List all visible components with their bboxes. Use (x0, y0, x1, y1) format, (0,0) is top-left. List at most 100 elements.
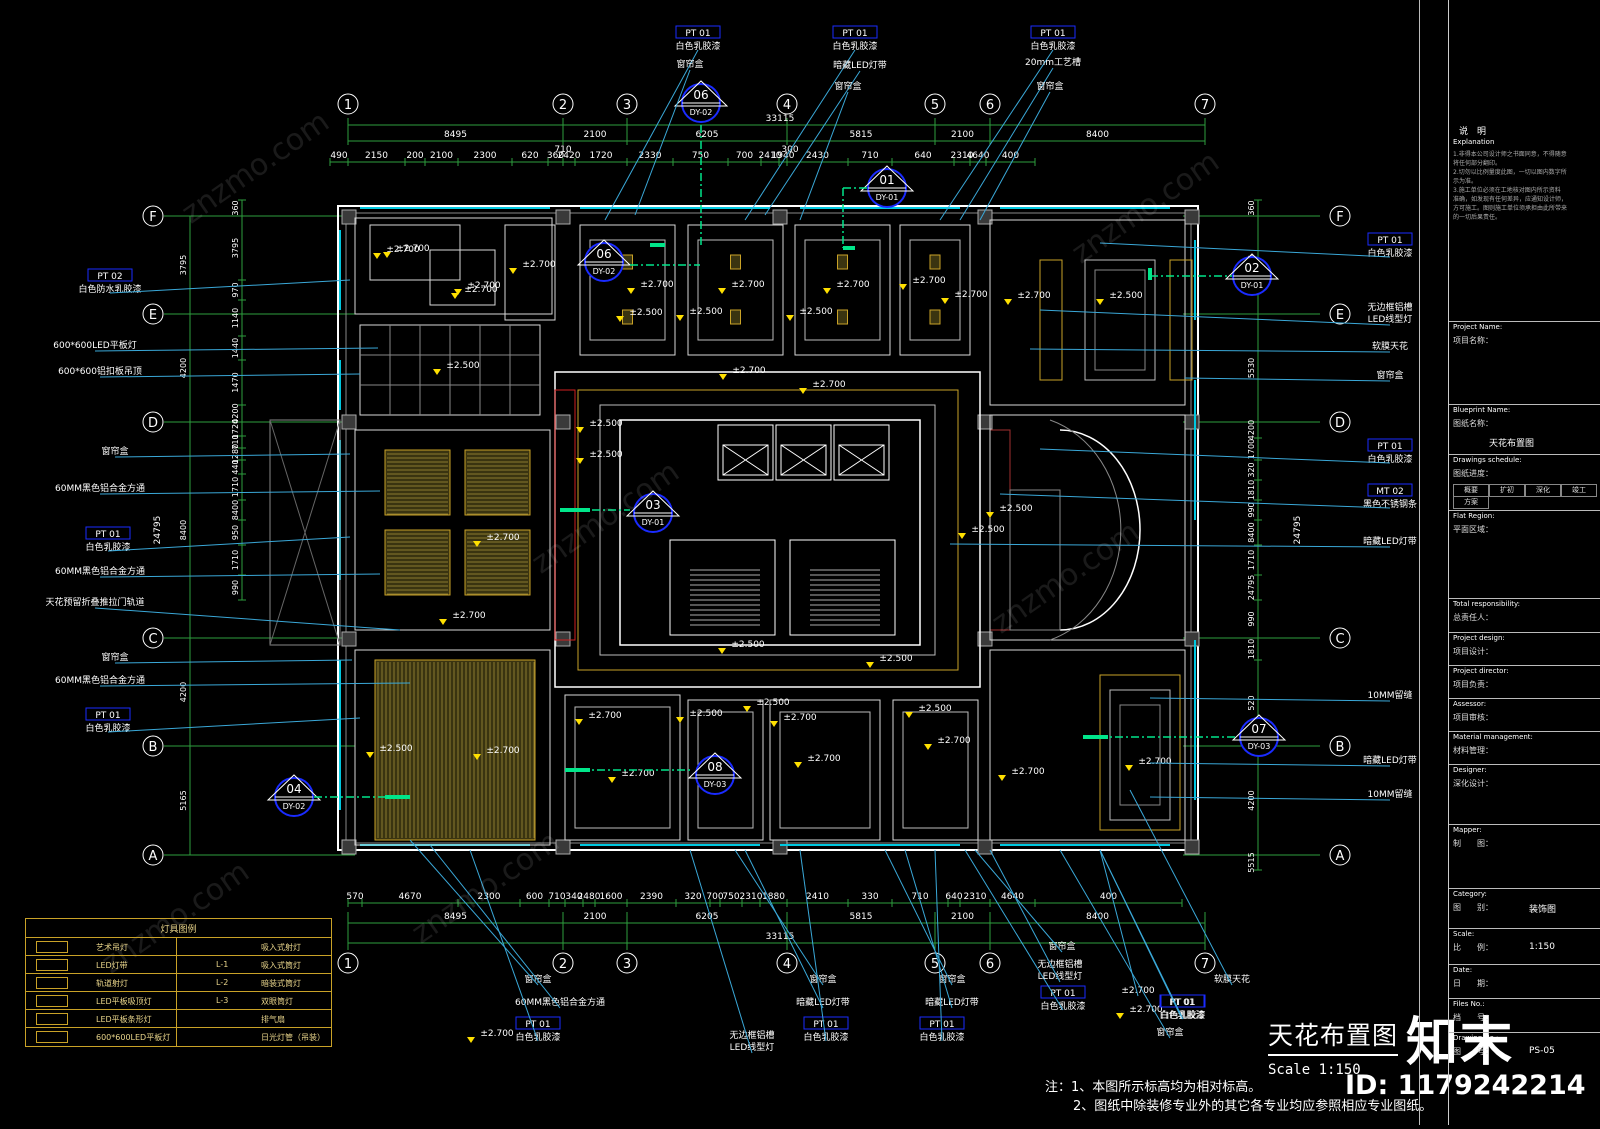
tb-explain-line: 示为准。 (1453, 178, 1478, 185)
leader-line (999, 493, 1391, 509)
dim-left-inner-value: 3795 (231, 238, 240, 258)
grid-col-bubble-top (979, 93, 1001, 115)
ceiling-level-label: ±2.700 (807, 754, 841, 764)
leader-line (1099, 849, 1184, 1020)
callout-text: 白色乳胶漆 (515, 1031, 560, 1043)
material-tag: PT 01 (1040, 29, 1065, 39)
legend-symbol-icon (36, 1031, 68, 1043)
tb-field-label: 项目名称： (1453, 336, 1493, 345)
ceiling-level-label: ±2.700 (486, 746, 520, 756)
level-marker-triangle (373, 253, 381, 259)
structural-column (1184, 839, 1200, 855)
legend-label: 日光灯管（吊装） (261, 1033, 325, 1042)
tb-field-heading: Material management: (1453, 733, 1533, 741)
section-marker-number: 07 (1251, 722, 1266, 736)
title-block-panel: 说 明 Explanation 1.非得本公司设计师之书面同意，不得随意将任何部… (1419, 0, 1600, 1125)
level-marker-triangle (608, 777, 616, 783)
dim-bottom-2-value: 2310 (964, 892, 987, 902)
dim-top-2-value: 2150 (365, 151, 388, 161)
leader-line (949, 543, 1391, 548)
structural-column (555, 839, 571, 855)
drawing-notes: 注：1、本图所示标高均为相对标高。 2、图纸中除装修专业外的其它各专业均应参照相… (1045, 1078, 1432, 1116)
elevator-shaft (717, 424, 774, 481)
legend-label: 排气扇 (261, 1015, 285, 1024)
dim-left-inner-value: 8400 (231, 500, 240, 520)
material-tag-box (675, 25, 721, 39)
ceiling-level-label: ±2.700 (467, 281, 501, 291)
section-marker-code: DY-02 (593, 267, 616, 276)
legend-label: LED平板吸顶灯 (96, 997, 152, 1006)
section-marker-number: 03 (645, 498, 660, 512)
dim-left-inner-value: 1280 (231, 444, 240, 464)
grid-col-bubble-bottom (616, 952, 638, 974)
leader-line (989, 849, 1061, 983)
tb-explain-lines: 1.非得本公司设计师之书面同意，不得随意将任何部分翻印。2.切勿以比例量度此图，… (1453, 150, 1597, 222)
structural-column (341, 209, 357, 225)
downlight-panel (929, 309, 941, 325)
callout-text: 白色乳胶漆 (1367, 453, 1412, 465)
stair-right (789, 539, 896, 636)
grid-row-bubble-right (1329, 411, 1351, 433)
ceiling-level-label: ±2.700 (386, 245, 420, 255)
ceiling-level-label: ±2.500 (589, 450, 623, 460)
tb-divider (1449, 510, 1600, 511)
ceiling-level-label: ±2.500 (689, 307, 723, 317)
callout-text: 白色乳胶漆 (803, 1031, 848, 1043)
section-marker-pointer (266, 774, 322, 801)
soft-film-ceiling (1109, 689, 1171, 821)
dim-top-1-value: 5815 (850, 130, 873, 140)
dim-top-2-value: 360 (547, 151, 564, 161)
level-marker-triangle (719, 374, 727, 380)
grid-row-label-right: A (1336, 849, 1345, 864)
legend-row: 艺术吊灯吸入式射灯 (26, 937, 331, 956)
section-marker-number: 06 (596, 247, 611, 261)
dim-left-inner-value: 1440 (231, 338, 240, 358)
grid-row-label-right: B (1336, 740, 1345, 755)
callout-text: 软膜天花 (1372, 340, 1408, 352)
ceiling-recess (589, 239, 666, 341)
material-tag: MT 02 (1376, 487, 1404, 497)
dim-bottom-2-value: 640 (945, 892, 962, 902)
grid-col-label-top: 7 (1201, 98, 1209, 113)
ceiling-level-label: ±2.500 (999, 504, 1033, 514)
elevator-car (838, 444, 885, 476)
dim-bottom-2-value: 4640 (1001, 892, 1024, 902)
section-marker-code: DY-03 (704, 780, 727, 789)
dim-left-inner-value: 710 (231, 434, 240, 449)
grid-col-bubble-top (552, 93, 574, 115)
dim-top-2-value: 2430 (806, 151, 829, 161)
dim-left-inner-value: 360 (231, 200, 240, 215)
callout-text: 白色乳胶漆 (1160, 1009, 1205, 1021)
callout-text: LED线型灯 (1038, 970, 1083, 982)
legend-title: 灯具图例 (160, 925, 197, 935)
ceiling-level-label: ±2.500 (756, 698, 790, 708)
callout-text: 窗帘盒 (1048, 940, 1075, 952)
tb-field-heading: Category: (1453, 890, 1487, 898)
legend-label: 吸入式筒灯 (261, 961, 301, 970)
leader-line (934, 849, 943, 1042)
dim-top-2-value: 4640 (967, 151, 990, 161)
grid-row-label-left: D (148, 416, 158, 431)
leader-line (1099, 242, 1391, 258)
building-outer-wall (337, 205, 1199, 851)
material-tag: PT 01 (685, 29, 710, 39)
curved-partition (1059, 429, 1141, 631)
leader-line (939, 49, 1054, 221)
room-bottom-right (989, 649, 1186, 841)
leader-line (1029, 348, 1391, 353)
level-marker-triangle (575, 719, 583, 725)
material-tag: PT 01 (929, 1020, 954, 1030)
ceiling-level-label: ±2.500 (731, 640, 765, 650)
leader-line (1149, 762, 1391, 767)
building-inner-wall (345, 212, 1192, 844)
leader-line (689, 849, 753, 1054)
callout-text: 600*600铝扣板吊顶 (58, 365, 142, 377)
tb-field-heading: Project Name: (1453, 323, 1503, 331)
leader-line (99, 490, 381, 495)
downlight-panel (730, 309, 741, 325)
dim-bottom-2-value: 340 (565, 892, 582, 902)
grid-col-label-top: 1 (344, 98, 352, 113)
grid-col-bubble-bottom (552, 952, 574, 974)
